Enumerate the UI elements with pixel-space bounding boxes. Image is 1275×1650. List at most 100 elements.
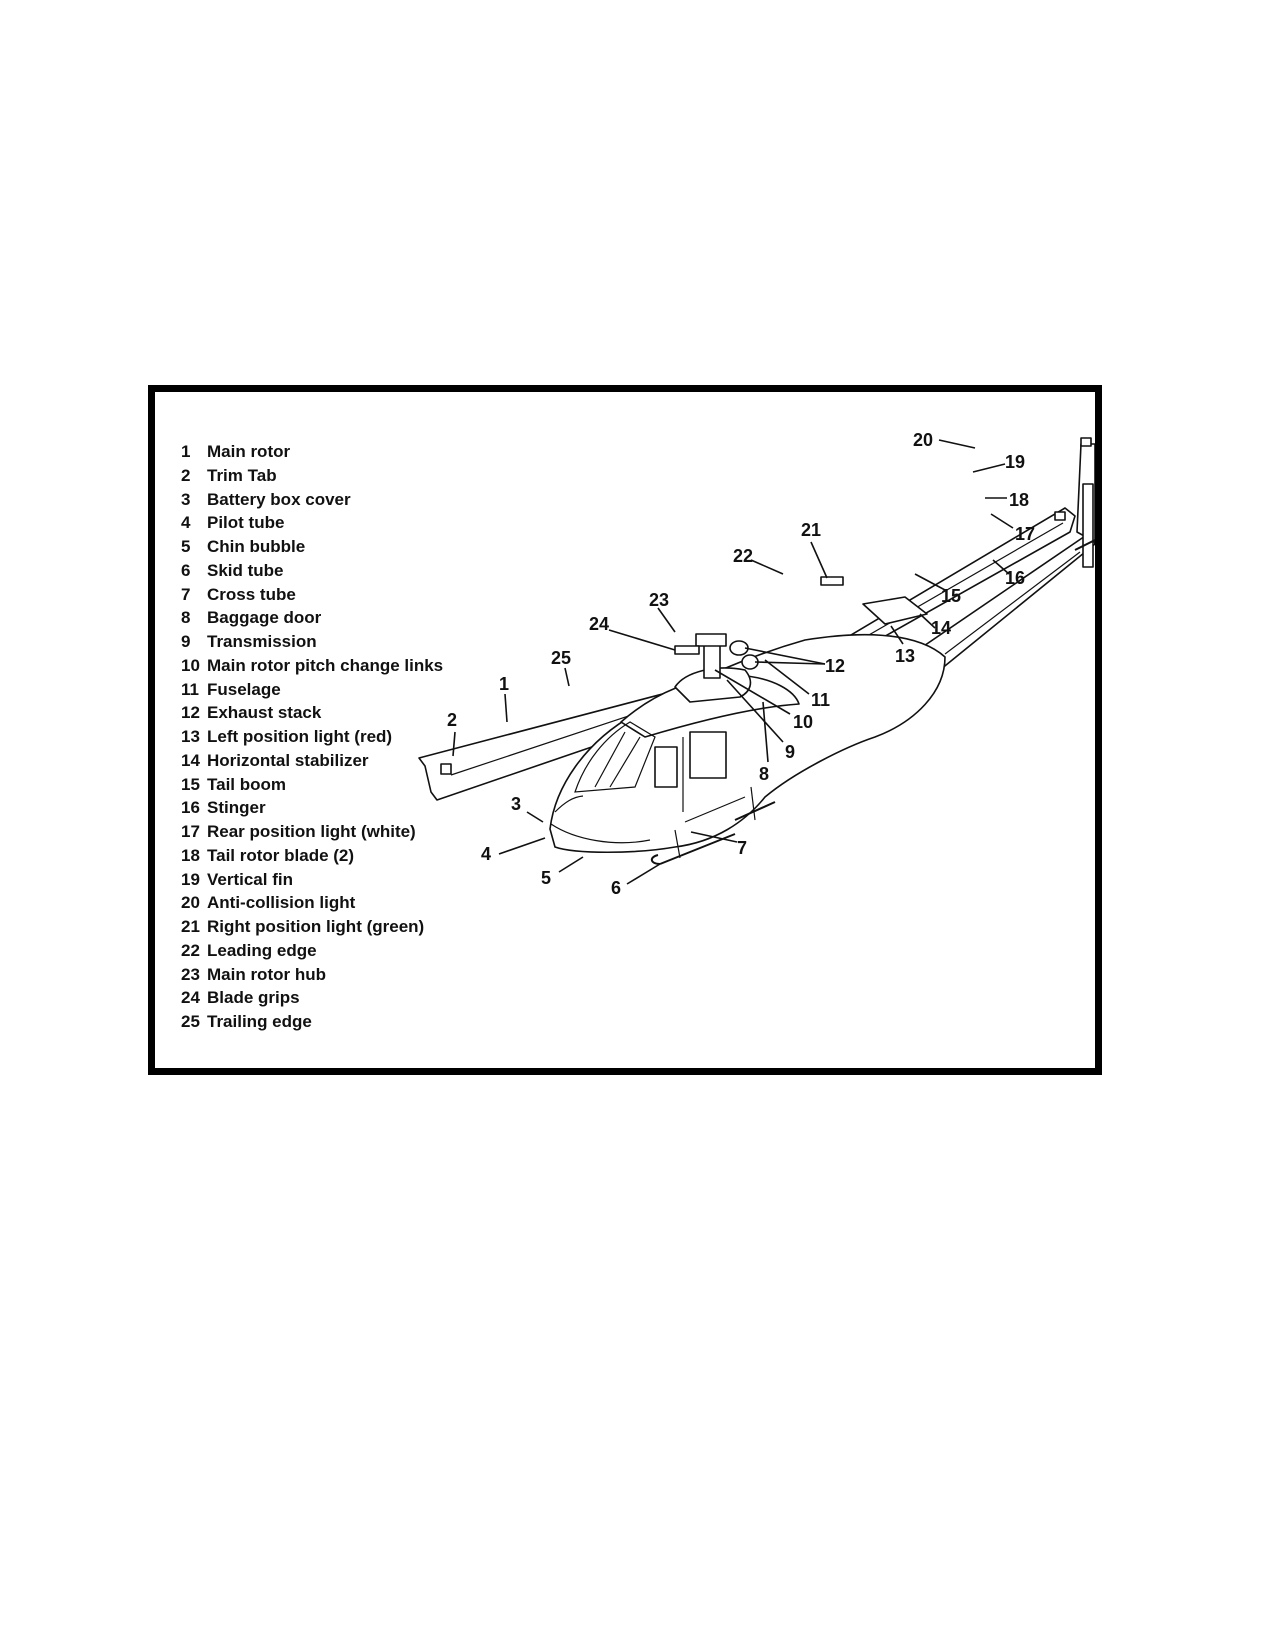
blade-grip-shape: [674, 645, 700, 655]
leader-8: [762, 701, 769, 763]
legend-number: 3: [181, 489, 191, 509]
legend-item: 10 Main rotor pitch change links: [181, 654, 443, 678]
trim-tab-shape: [440, 763, 452, 775]
callout-17: 17: [1015, 524, 1035, 544]
callout-3: 3: [511, 794, 521, 814]
leader-12b: [754, 661, 826, 665]
legend-label: Main rotor hub: [207, 964, 326, 984]
legend-label: Fuselage: [207, 679, 281, 699]
leader-23: [657, 607, 676, 633]
legend-item: 22 Leading edge: [181, 939, 443, 963]
legend-number: 17: [181, 822, 200, 841]
legend-number: 15: [181, 774, 200, 794]
legend-item: 15 Tail boom: [181, 773, 443, 797]
legend-label: Leading edge: [207, 940, 317, 960]
leader-24: [608, 629, 676, 651]
callout-2: 2: [447, 710, 457, 730]
callout-15: 15: [941, 586, 961, 606]
legend-item: 18 Tail rotor blade (2): [181, 844, 443, 868]
legend-item: 11 Fuselage: [181, 678, 443, 702]
legend-item: 16 Stinger: [181, 796, 443, 820]
legend-number: 25: [181, 1012, 200, 1031]
legend-label: Anti-collision light: [207, 893, 356, 913]
legend-label: Vertical fin: [207, 869, 293, 889]
legend-number: 22: [181, 940, 200, 960]
leader-16: [992, 559, 1010, 575]
callout-25: 25: [551, 648, 571, 668]
legend-item: 25 Trailing edge: [181, 1010, 443, 1034]
skid-tube-rear: [734, 801, 776, 821]
legend-label: Chin bubble: [207, 537, 306, 556]
legend-label: Right position light (green): [207, 917, 425, 936]
callout-12: 12: [825, 656, 845, 676]
legend-item: 3 Battery box cover: [181, 488, 443, 512]
nose-panel: [554, 795, 584, 813]
legend-number: 16: [181, 798, 200, 818]
legend-label: Main rotor: [207, 442, 291, 461]
legend-number: 18: [181, 845, 200, 865]
legend-label: Battery box cover: [207, 489, 351, 509]
legend-label: Skid tube: [207, 560, 284, 580]
legend-number: 5: [181, 537, 191, 556]
callout-4: 4: [481, 844, 491, 864]
leader-10: [714, 669, 791, 715]
legend-label: Tail rotor blade (2): [207, 845, 355, 865]
legend-label: Pilot tube: [207, 513, 285, 533]
legend-label: Cross tube: [207, 584, 296, 604]
leader-9: [726, 679, 784, 743]
legend-item: 5 Chin bubble: [181, 535, 443, 559]
leader-19: [972, 463, 1006, 473]
legend-label: Trim Tab: [207, 465, 277, 485]
legend-number: 6: [181, 560, 191, 580]
leader-7: [690, 831, 738, 843]
legend-number: 11: [181, 679, 199, 699]
leader-1: [504, 693, 508, 723]
stinger-shape: [1074, 539, 1095, 551]
callout-10: 10: [793, 712, 813, 732]
legend-label: Transmission: [207, 632, 317, 651]
legend-label: Trailing edge: [207, 1012, 312, 1031]
callout-11: 11: [811, 690, 830, 710]
legend-number: 21: [181, 917, 200, 936]
leader-5: [558, 856, 584, 873]
tail-rotor-blade-shape: [1082, 483, 1094, 568]
transmission-cowl-shape: [674, 667, 752, 703]
leader-15: [914, 573, 946, 591]
legend-label: Main rotor pitch change links: [207, 655, 444, 675]
legend-label: Blade grips: [207, 988, 300, 1008]
horizontal-stabilizer-shape: [862, 596, 928, 625]
callout-6: 6: [611, 878, 621, 898]
legend-item: 24 Blade grips: [181, 986, 443, 1010]
legend-label: Left position light (red): [207, 727, 393, 746]
callout-7: 7: [737, 838, 747, 858]
leader-12a: [744, 647, 826, 665]
leader-25: [564, 667, 570, 687]
legend-label: Horizontal stabilizer: [207, 750, 369, 770]
legend-label: Baggage door: [207, 608, 322, 628]
legend-item: 6 Skid tube: [181, 559, 443, 583]
legend-number: 24: [181, 988, 200, 1008]
callout-14: 14: [931, 618, 951, 638]
callout-13: 13: [895, 646, 915, 666]
callout-1: 1: [499, 674, 509, 694]
callout-16: 16: [1005, 568, 1025, 588]
callout-9: 9: [785, 742, 795, 762]
legend-label: Stinger: [207, 798, 266, 818]
legend-item: 14 Horizontal stabilizer: [181, 749, 443, 773]
callout-8: 8: [759, 764, 769, 784]
legend-number: 14: [181, 750, 200, 770]
legend-label: Tail boom: [207, 774, 287, 794]
legend-number: 10: [181, 655, 200, 675]
legend-number: 4: [181, 513, 191, 533]
leader-14: [919, 613, 936, 629]
